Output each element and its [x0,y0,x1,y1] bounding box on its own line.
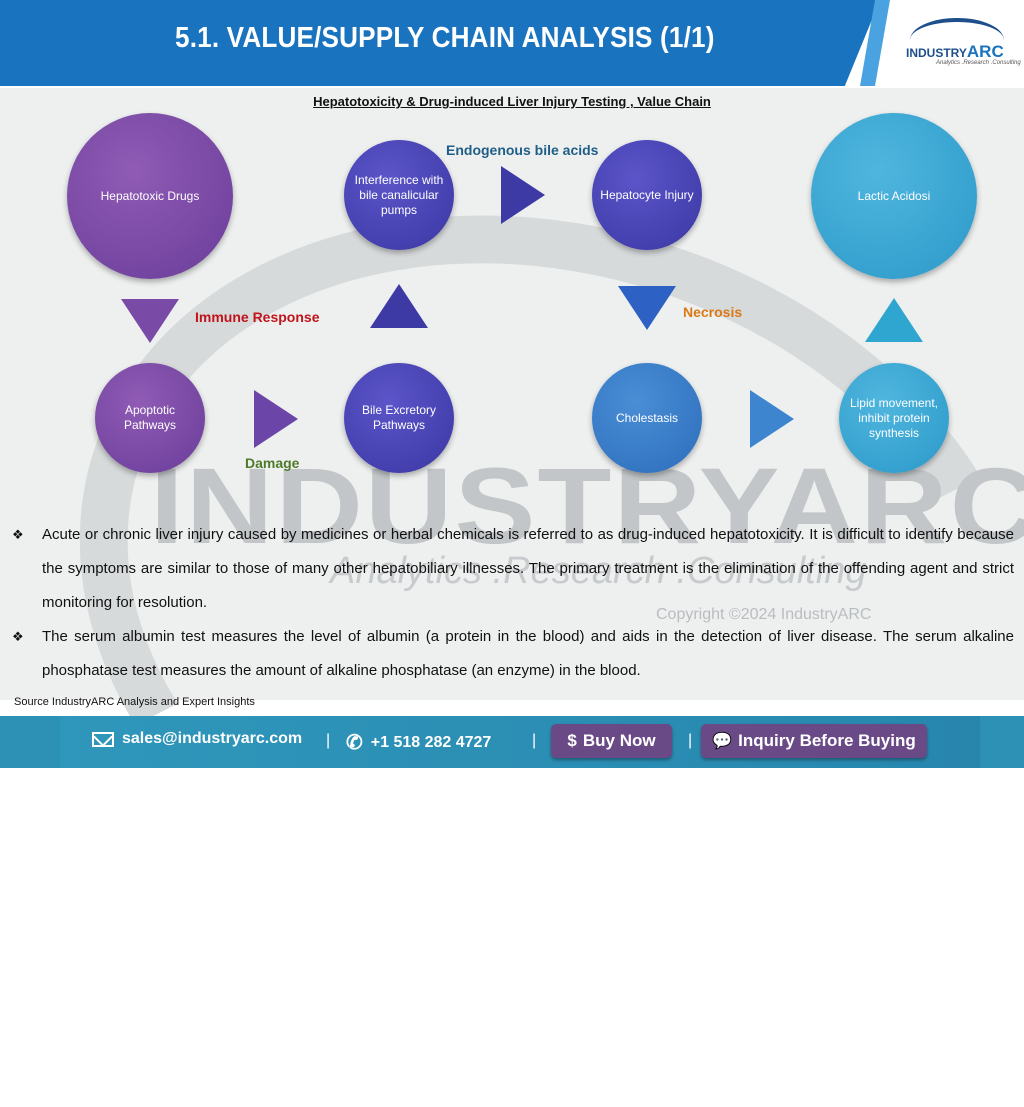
node-apoptotic-pathways: Apoptotic Pathways [95,363,205,473]
node-hepatocyte-injury: Hepatocyte Injury [592,140,702,250]
bullet-text: The serum albumin test measures the leve… [42,628,1014,679]
logo-arc-shape [910,18,1004,62]
footer-separator: | [688,732,693,749]
email-text: sales@industryarc.com [122,730,303,747]
chat-bubble-icon: 💬 [712,733,733,750]
diamond-bullet-icon: ❖ [12,629,24,644]
phone-text: +1 518 282 4727 [370,733,492,751]
header: 5.1. VALUE/SUPPLY CHAIN ANALYSIS (1/1) I… [0,0,1024,88]
inquiry-before-buying-button[interactable]: 💬 Inquiry Before Buying [701,724,927,758]
logo-wordmark: INDUSTRYARC [906,42,1004,62]
bullet-text: Acute or chronic liver injury caused by … [42,526,1014,611]
diagram-title: Hepatotoxicity & Drug-induced Liver Inju… [313,94,711,109]
source-note: Source IndustryARC Analysis and Expert I… [14,696,255,708]
buy-now-button[interactable]: $ Buy Now [551,724,672,758]
node-hepatotoxic-drugs: Hepatotoxic Drugs [67,113,233,279]
node-interference-bile-pumps: Interference with bile canalicular pumps [344,140,454,250]
buy-now-label: Buy Now [582,731,656,750]
node-bile-excretory-pathways: Bile Excretory Pathways [344,363,454,473]
label-damage: Damage [245,455,300,471]
arrow-right-to-hepatocyte [501,166,545,224]
logo-tagline: Analytics .Research .Consulting [936,60,1021,66]
node-cholestasis: Cholestasis [592,363,702,473]
label-immune-response: Immune Response [195,309,320,325]
mail-icon [92,731,114,747]
arrow-down-to-apoptotic [121,299,179,343]
diamond-bullet-icon: ❖ [12,527,24,542]
page-title: 5.1. VALUE/SUPPLY CHAIN ANALYSIS (1/1) [175,22,715,54]
footer-separator: | [326,732,331,749]
arrow-right-to-bile-excretory [254,390,298,448]
arrow-down-to-cholestasis [618,286,676,330]
logo-text-arc: ARC [966,42,1004,61]
bullet-list: ❖ Acute or chronic liver injury caused b… [12,518,1014,688]
label-necrosis: Necrosis [683,304,743,320]
dollar-icon: $ [567,731,577,750]
industryarc-logo[interactable]: INDUSTRYARC Analytics .Research .Consult… [900,18,1021,70]
label-endogenous-bile-acids: Endogenous bile acids [446,142,599,158]
header-band [0,0,880,86]
footer-separator: | [532,732,537,749]
bullet-item: ❖ Acute or chronic liver injury caused b… [12,518,1014,620]
diagram-area: INDUSTRYARC Analytics .Research .Consult… [0,88,1024,1107]
phone-link[interactable]: ✆ +1 518 282 4727 [346,730,491,755]
node-lactic-acidosi: Lactic Acidosi [811,113,977,279]
node-lipid-movement: Lipid movement, inhibit protein synthesi… [839,363,949,473]
arrow-up-to-interference [370,284,428,328]
logo-text-industry: INDUSTRY [906,46,967,60]
arrow-right-to-lipid [750,390,794,448]
phone-icon: ✆ [346,732,363,754]
bullet-item: ❖ The serum albumin test measures the le… [12,620,1014,688]
inquiry-label: Inquiry Before Buying [738,731,916,750]
watermark-copyright: Copyright ©2024 IndustryARC [656,606,872,623]
watermark-tagline: Analytics .Research .Consulting [330,550,867,592]
arrow-up-to-lactic [865,298,923,342]
email-link[interactable]: sales@industryarc.com [92,730,302,748]
